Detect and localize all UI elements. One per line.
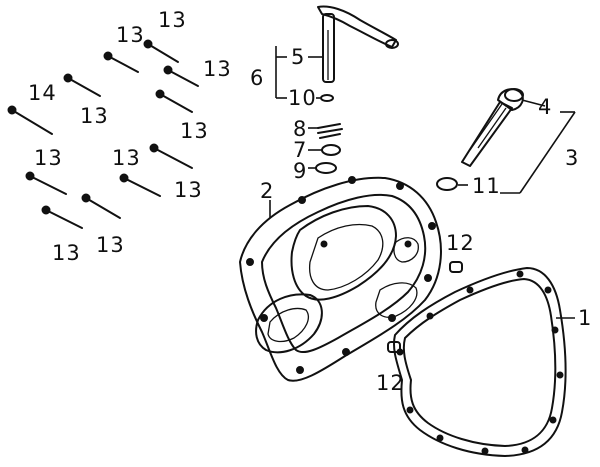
- callout-3: 3: [565, 146, 579, 170]
- shaft-part-5: [317, 5, 399, 83]
- callout-11: 11: [472, 174, 501, 198]
- clip-part-10: [320, 94, 334, 102]
- cap-part-4: [504, 88, 524, 102]
- callout-13i: 13: [96, 233, 125, 257]
- callout-10: 10: [288, 86, 317, 110]
- spring-part-8: [317, 123, 343, 139]
- callout-12b: 12: [376, 371, 405, 395]
- oring-part-9: [315, 162, 337, 174]
- bolts-part-13-14: [7, 39, 199, 229]
- crankcase-cover-part-2: [239, 176, 442, 382]
- callout-7: 7: [293, 138, 307, 162]
- callout-13c: 13: [203, 57, 232, 81]
- dowel-pin-part-12a: [449, 261, 463, 273]
- callout-13d: 13: [80, 104, 109, 128]
- washer-part-7: [321, 144, 341, 156]
- callout-13e: 13: [180, 119, 209, 143]
- callout-13h: 13: [174, 178, 203, 202]
- callout-5: 5: [291, 45, 305, 69]
- callout-4: 4: [538, 95, 552, 119]
- gasket-part-1: [392, 267, 567, 457]
- callout-12a: 12: [446, 231, 475, 255]
- dipstick-part-3: [461, 88, 524, 167]
- oring-part-11: [436, 177, 458, 191]
- callout-8: 8: [293, 117, 307, 141]
- callout-14: 14: [28, 81, 57, 105]
- callout-13b: 13: [116, 23, 145, 47]
- dowel-pin-part-12b: [387, 341, 401, 353]
- callout-9: 9: [293, 159, 307, 183]
- callout-2: 2: [260, 179, 274, 203]
- callout-13g: 13: [112, 146, 141, 170]
- leader-lines: [269, 46, 576, 319]
- callout-6: 6: [250, 66, 264, 90]
- callout-13j: 13: [52, 241, 81, 265]
- callout-labels: 1 2 3 4 5 6 7 8 9 10 11 12 12 14 13 13 1…: [28, 8, 592, 395]
- callout-1: 1: [578, 306, 592, 330]
- callout-13f: 13: [34, 146, 63, 170]
- callout-13a: 13: [158, 8, 187, 32]
